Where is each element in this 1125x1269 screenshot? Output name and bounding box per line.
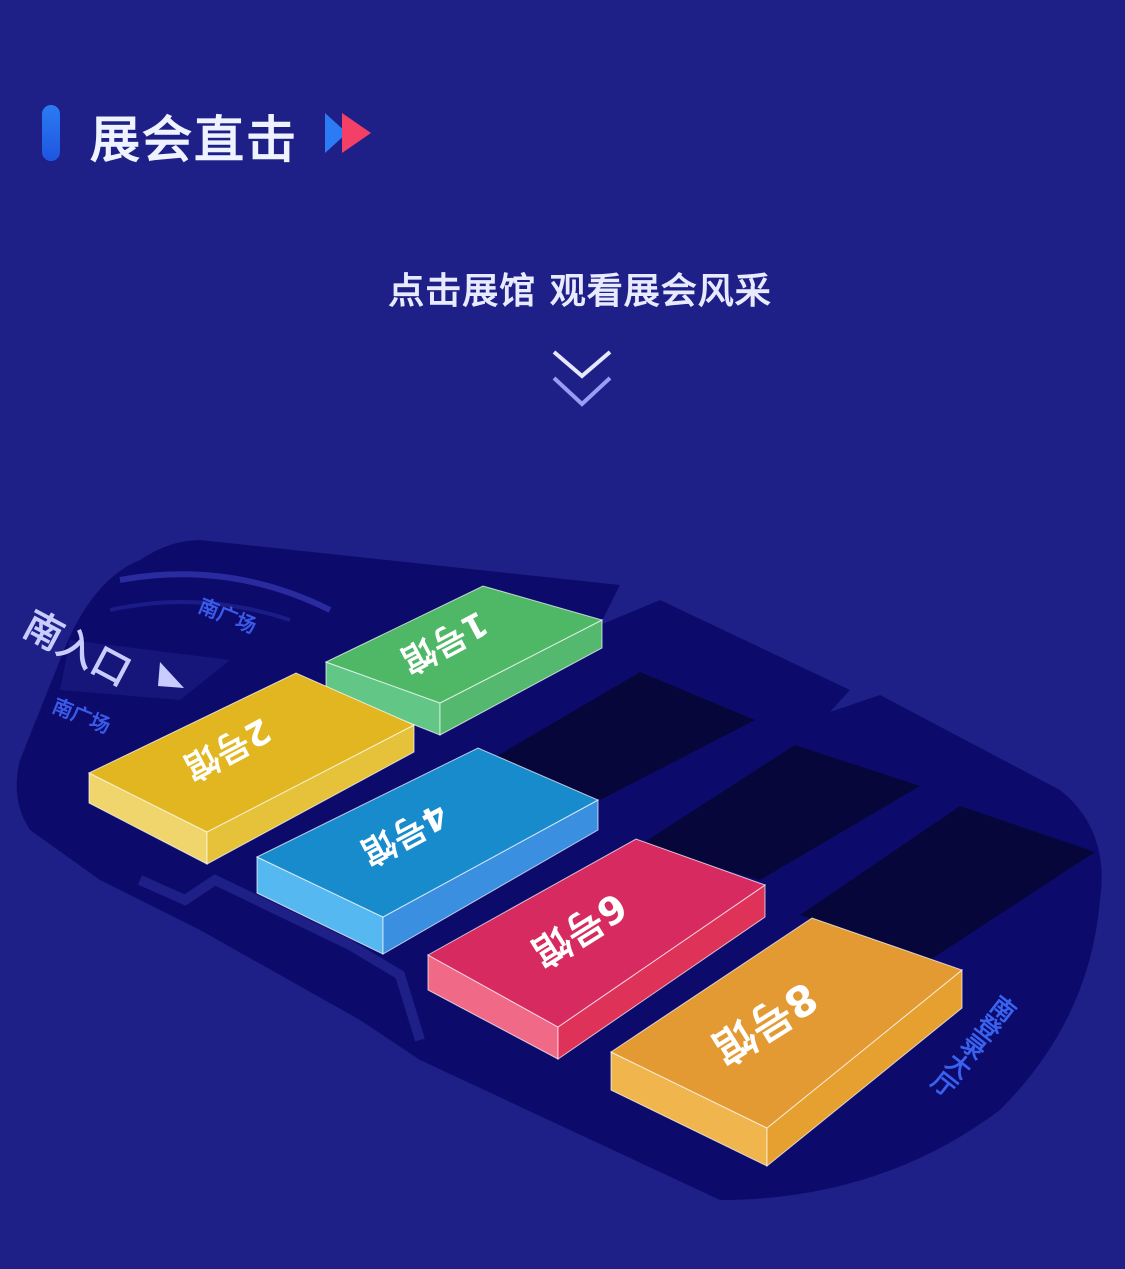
section-marker [42, 105, 60, 161]
hall-6[interactable] [426, 838, 767, 1060]
hall-2[interactable] [87, 672, 416, 865]
hall-shadows [490, 672, 1095, 960]
entrance-arrow-icon [158, 662, 184, 688]
forward-arrows-icon [325, 113, 371, 153]
hall-8[interactable] [609, 917, 964, 1168]
hall-4[interactable] [255, 747, 600, 955]
section-title: 展会直击 [90, 111, 298, 169]
instruction-text: 点击展馆 观看展会风采 [388, 271, 772, 312]
chevron-down-icon [552, 350, 612, 407]
hall-1[interactable] [324, 585, 604, 736]
